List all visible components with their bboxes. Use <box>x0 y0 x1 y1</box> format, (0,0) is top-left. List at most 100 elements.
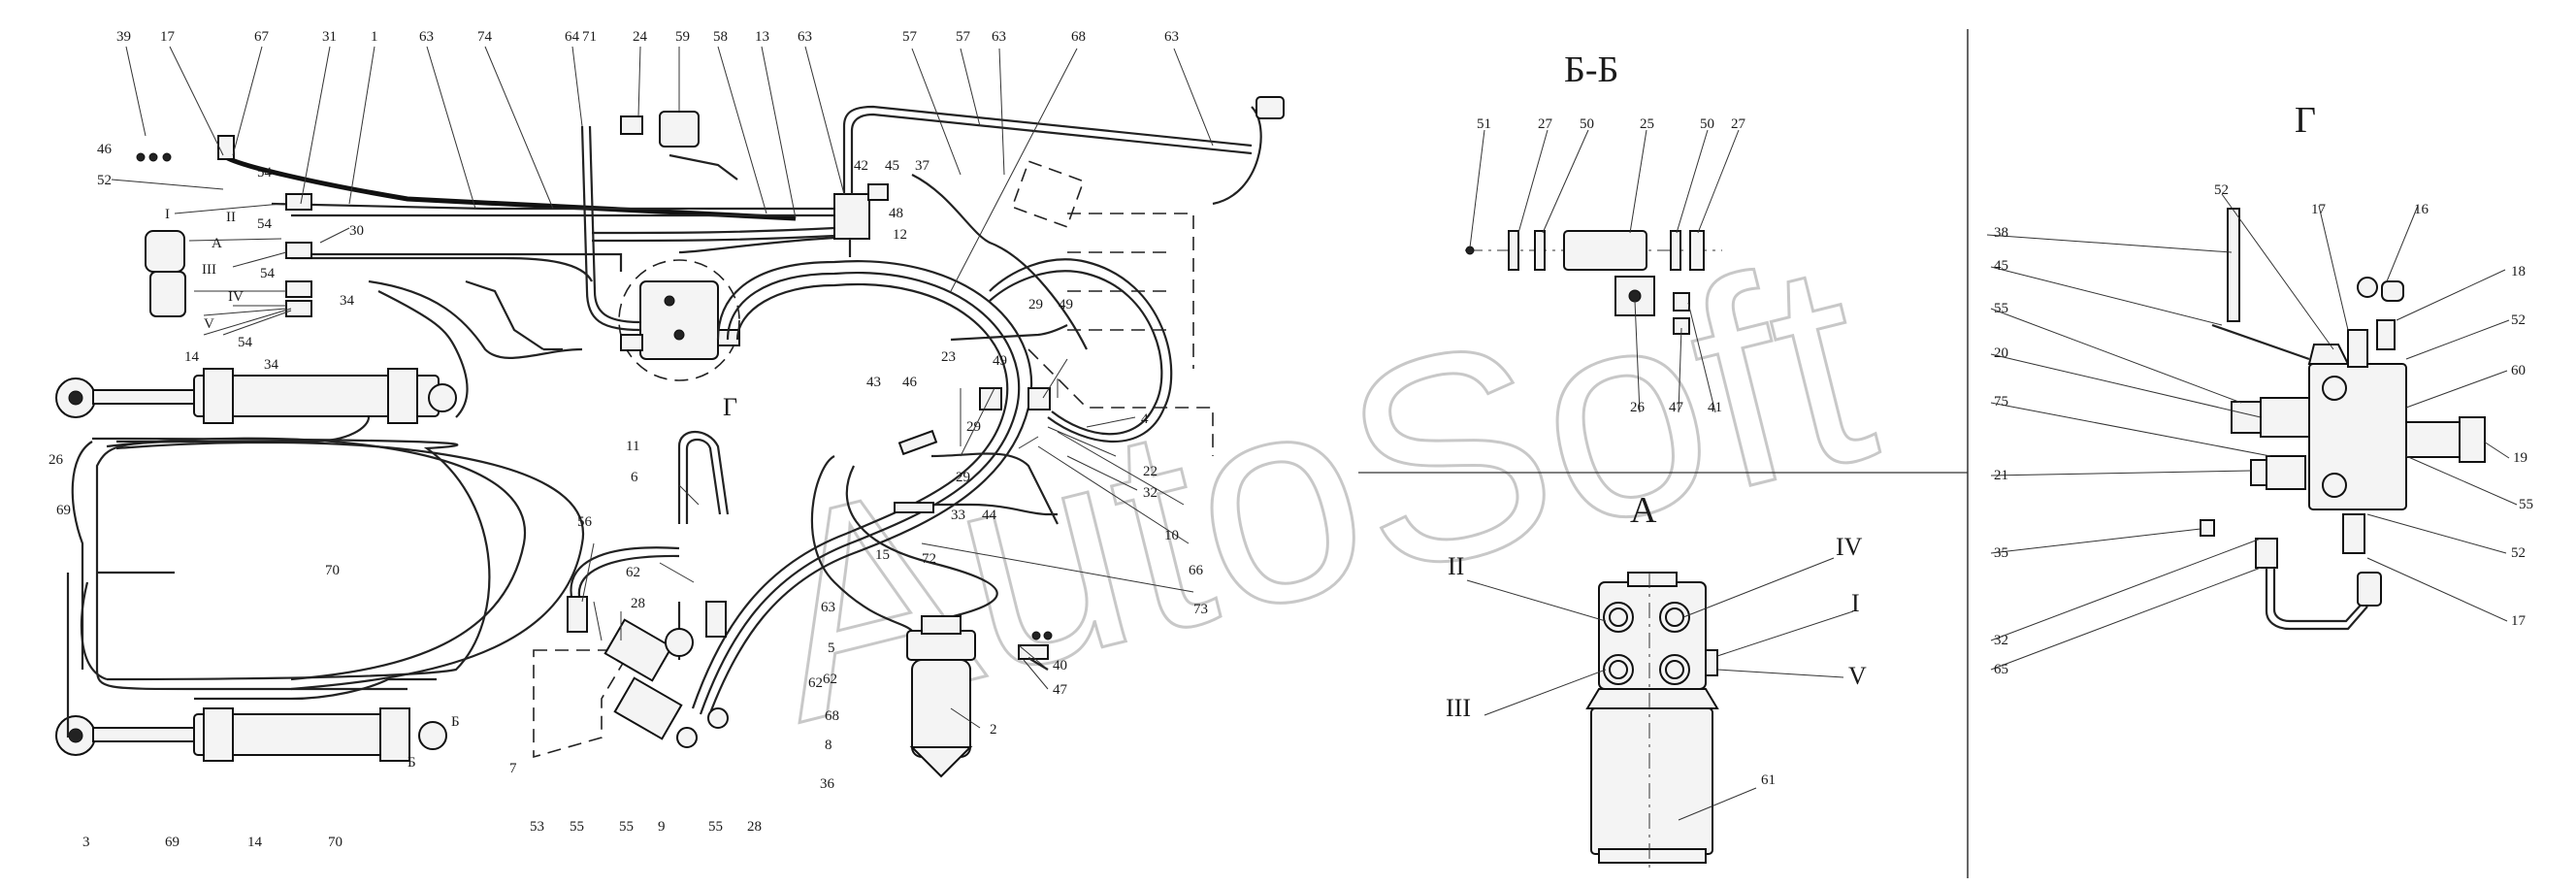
g-callout-38: 38 <box>1994 225 2008 241</box>
callout-12: 12 <box>893 227 907 243</box>
callout-33: 33 <box>951 508 965 523</box>
callout-B1: Б <box>451 714 460 730</box>
a-callout-II: II <box>1448 552 1464 580</box>
callout-57b: 57 <box>956 29 971 45</box>
callout-14b: 14 <box>247 835 263 850</box>
g-callout-21: 21 <box>1994 468 2008 483</box>
callout-31: 31 <box>322 29 337 45</box>
callout-63b: 63 <box>798 29 812 45</box>
callout-1: 1 <box>371 29 378 45</box>
callout-13: 13 <box>755 29 769 45</box>
callout-23: 23 <box>941 349 956 365</box>
g-callout-20: 20 <box>1994 345 2008 361</box>
callout-54d: 54 <box>238 335 253 350</box>
a-callout-III: III <box>1446 694 1471 722</box>
callout-63d: 63 <box>1164 29 1179 45</box>
callout-4: 4 <box>1141 411 1149 427</box>
callout-53: 53 <box>530 819 544 835</box>
callout-59: 59 <box>675 29 690 45</box>
g-callout-19: 19 <box>2513 450 2527 466</box>
bb-callout-27: 27 <box>1538 116 1553 132</box>
g-callout-16: 16 <box>2414 202 2429 217</box>
bb-callout-47: 47 <box>1669 400 1684 415</box>
callout-54c: 54 <box>260 266 276 281</box>
a-callout-IV: IV <box>1836 533 1863 561</box>
bb-callout-50: 50 <box>1580 116 1594 132</box>
callout-54b: 54 <box>257 216 273 232</box>
callout-29: 29 <box>956 470 970 485</box>
callout-68: 68 <box>1071 29 1086 45</box>
g-callout-35: 35 <box>1994 545 2008 561</box>
callout-63c: 63 <box>992 29 1006 45</box>
callout-5: 5 <box>828 640 835 656</box>
callout-24: 24 <box>633 29 648 45</box>
callout-36: 36 <box>820 776 835 792</box>
callout-52: 52 <box>97 173 112 188</box>
callout-70: 70 <box>325 563 340 578</box>
callout-30: 30 <box>349 223 364 239</box>
callout-11: 11 <box>626 439 639 454</box>
section-a-view: II IV I III V 61 <box>1446 533 1867 873</box>
callout-57: 57 <box>902 29 918 45</box>
g-callout-60: 60 <box>2511 363 2526 378</box>
callout-46: 46 <box>97 142 113 157</box>
callout-A: А <box>212 236 222 251</box>
callout-55: 55 <box>570 819 584 835</box>
callout-63e: 63 <box>821 600 835 615</box>
bb-callout-41: 41 <box>1708 400 1722 415</box>
g-callout-52b: 52 <box>2511 312 2526 328</box>
bb-callout-50b: 50 <box>1700 116 1714 132</box>
callout-22: 22 <box>1143 464 1158 479</box>
callout-68b: 68 <box>825 708 839 724</box>
watermark: AutoSoft <box>735 196 1899 783</box>
callout-34b: 34 <box>264 357 279 373</box>
callout-37: 37 <box>915 158 930 174</box>
callout-9: 9 <box>658 819 666 835</box>
g-callout-65: 65 <box>1994 662 2008 677</box>
callout-62c: 62 <box>823 672 837 687</box>
callout-29b: 29 <box>966 419 981 435</box>
lower-steering-cylinder <box>55 707 447 762</box>
callout-34: 34 <box>340 293 355 309</box>
callout-43: 43 <box>866 375 881 390</box>
callout-55c: 55 <box>708 819 723 835</box>
section-title-a: А <box>1630 490 1657 531</box>
callout-42: 42 <box>854 158 868 174</box>
callout-I: I <box>165 207 170 222</box>
g-callout-52: 52 <box>2214 182 2229 198</box>
a-callout-V: V <box>1848 662 1867 690</box>
callout-32: 32 <box>1143 485 1158 501</box>
g-callout-32: 32 <box>1994 633 2008 648</box>
g-callout-75: 75 <box>1994 394 2008 410</box>
callout-17: 17 <box>160 29 176 45</box>
callout-66: 66 <box>1189 563 1204 578</box>
g-callout-18: 18 <box>2511 264 2526 279</box>
g-callout-55b: 55 <box>2519 497 2533 512</box>
callout-10: 10 <box>1164 528 1179 543</box>
callout-28b: 28 <box>747 819 762 835</box>
callout-45: 45 <box>885 158 899 174</box>
callout-55b: 55 <box>619 819 634 835</box>
distributor-g <box>618 259 740 381</box>
callout-73: 73 <box>1193 602 1208 617</box>
callout-7: 7 <box>509 761 517 776</box>
callout-14: 14 <box>184 349 200 365</box>
callout-71: 71 <box>582 29 597 45</box>
bb-callout-26: 26 <box>1630 400 1646 415</box>
callout-49: 49 <box>993 353 1007 369</box>
a-callout-I: I <box>1851 589 1860 617</box>
callout-V: V <box>204 316 214 332</box>
callout-64: 64 <box>565 29 580 45</box>
callout-69b: 69 <box>165 835 179 850</box>
section-title-g: Г <box>2295 100 2316 141</box>
callout-G: Г <box>723 393 737 421</box>
callout-62: 62 <box>626 565 640 580</box>
bb-callout-27b: 27 <box>1731 116 1746 132</box>
g-callout-45: 45 <box>1994 258 2008 274</box>
upper-steering-cylinder <box>55 368 457 424</box>
callout-56: 56 <box>577 514 593 530</box>
callout-47: 47 <box>1053 682 1068 698</box>
section-title-bb: Б-Б <box>1564 49 1618 90</box>
g-callout-17: 17 <box>2311 202 2327 217</box>
